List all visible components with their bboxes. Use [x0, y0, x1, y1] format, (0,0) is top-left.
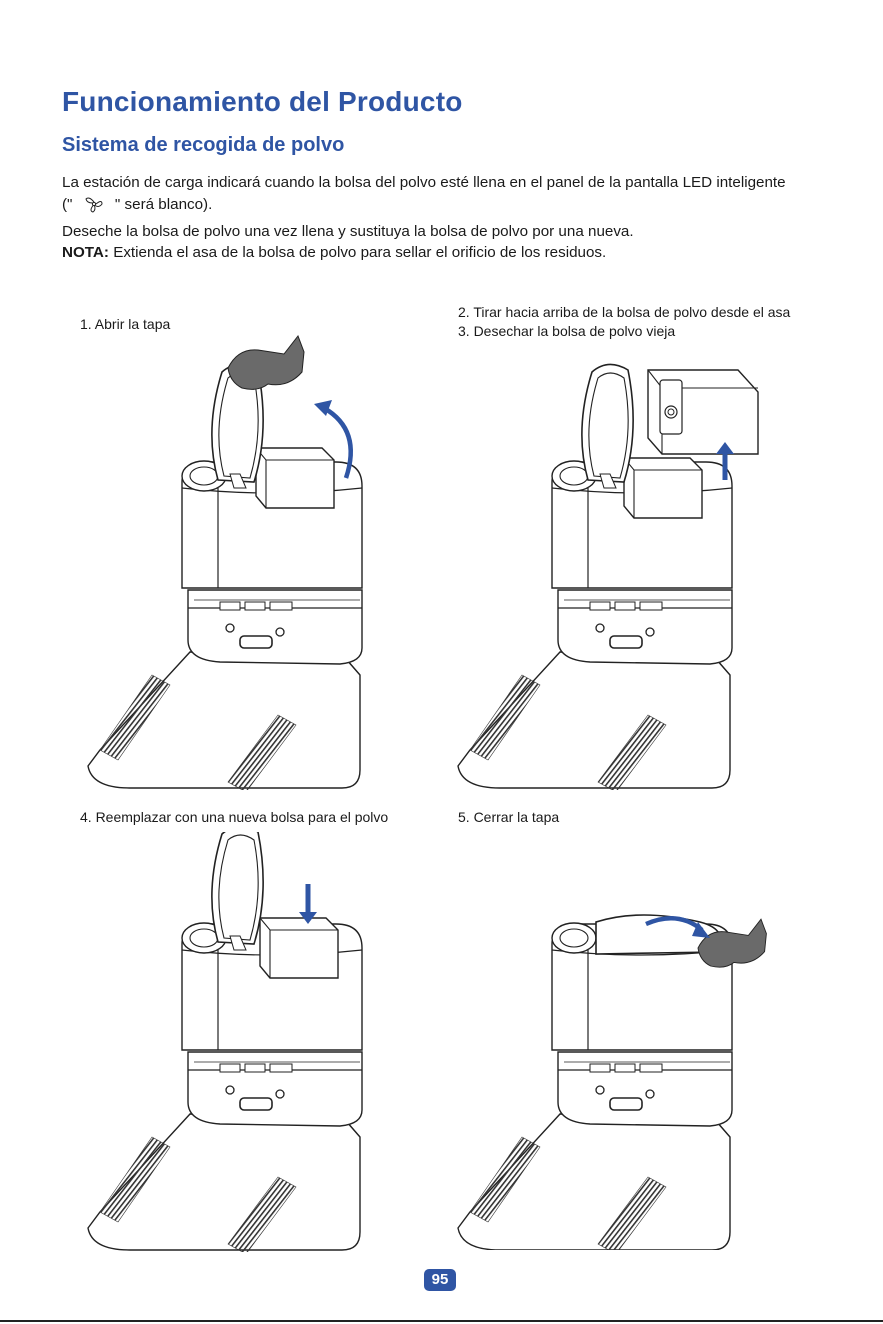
curved-arrow-up-icon: [322, 406, 353, 479]
page-number-badge: 95: [424, 1269, 456, 1291]
dust-bag: [255, 447, 335, 509]
step-2-label: 2. Tirar hacia arriba de la bolsa de pol…: [458, 304, 791, 320]
fan-icon: [85, 197, 103, 213]
quote-close-text: " será blanco).: [114, 196, 213, 213]
step-1-label: 1. Abrir la tapa: [80, 316, 171, 332]
note-text: Extienda el asa de la bolsa de polvo par…: [108, 244, 607, 261]
quote-open: (": [62, 196, 73, 213]
dust-bag: [623, 457, 703, 519]
old-dust-bag: [647, 369, 759, 455]
bottom-rule: [0, 1320, 883, 1322]
intro-paragraph-line1: La estación de carga indicará cuando la …: [62, 174, 786, 191]
step-4-label: 4. Reemplazar con una nueva bolsa para e…: [80, 809, 389, 825]
new-dust-bag: [259, 917, 339, 979]
page-title: Funcionamiento del Producto: [62, 86, 463, 117]
step-5-label: 5. Cerrar la tapa: [458, 809, 560, 825]
illustration-open-lid: [87, 335, 363, 790]
illustration-insert-bag: [87, 832, 363, 1252]
dispose-paragraph: Deseche la bolsa de polvo una vez llena …: [62, 223, 634, 240]
illustration-remove-bag: [457, 363, 759, 790]
note-paragraph: NOTA: Extienda el asa de la bolsa de pol…: [62, 243, 606, 263]
section-subtitle: Sistema de recogida de polvo: [62, 134, 345, 156]
hand-icon: [227, 335, 305, 390]
intro-paragraph-line2: (" " será blanco).: [62, 195, 212, 215]
note-label: NOTA:: [62, 244, 109, 261]
step-3-label: 3. Desechar la bolsa de polvo vieja: [458, 323, 676, 339]
illustration-close-lid: [457, 914, 767, 1250]
